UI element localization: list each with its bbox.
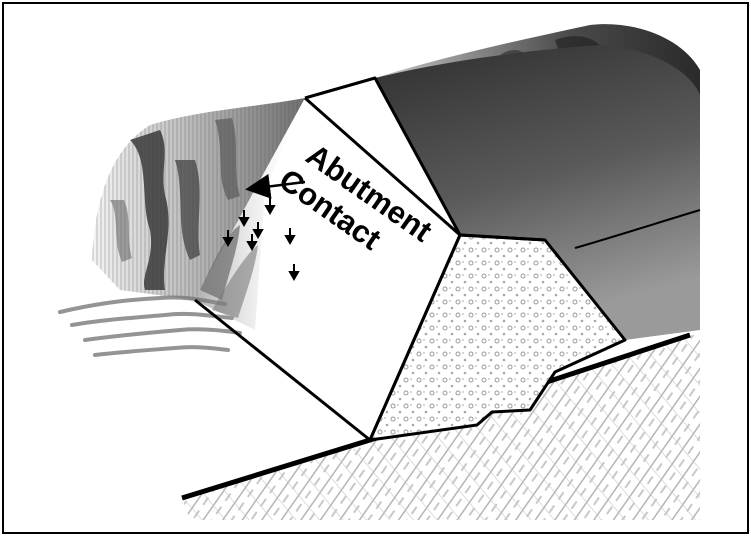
diagram-canvas: Abutment Contact [0,0,751,536]
abutment-contact-diagram: Abutment Contact [0,0,751,536]
